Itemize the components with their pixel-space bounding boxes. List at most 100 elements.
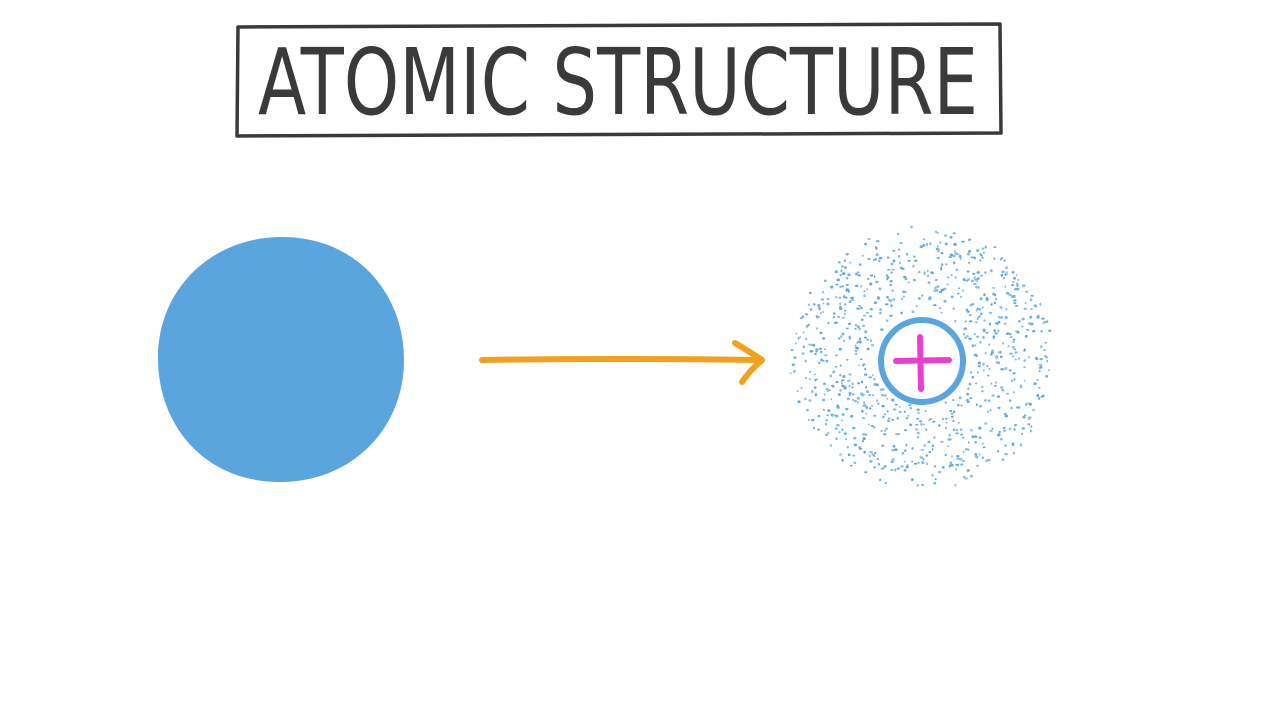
electron-dot	[1026, 328, 1029, 331]
electron-dot	[944, 242, 948, 246]
electron-dot	[863, 373, 868, 376]
electron-dot	[1003, 322, 1007, 325]
electron-dot	[1012, 372, 1016, 375]
electron-dot	[808, 378, 811, 381]
electron-dot	[883, 413, 887, 416]
electron-dot	[981, 256, 984, 259]
electron-dot	[898, 254, 901, 258]
electron-dot	[848, 385, 851, 388]
electron-dot	[1030, 315, 1033, 318]
electron-dot	[1019, 384, 1022, 387]
electron-dot	[1014, 358, 1017, 361]
electron-dot	[1006, 332, 1009, 335]
electron-dot	[934, 286, 937, 290]
electron-dot	[817, 415, 821, 418]
electron-dot	[903, 468, 907, 472]
electron-dot	[813, 386, 817, 389]
electron-dot	[978, 436, 982, 439]
nuclear-atom-model	[789, 225, 1052, 487]
electron-dot	[819, 331, 823, 335]
electron-dot	[990, 352, 993, 356]
electron-dot	[928, 419, 931, 422]
electron-dot	[856, 307, 860, 310]
electron-dot	[812, 426, 816, 430]
electron-dot	[835, 354, 838, 357]
electron-dot	[982, 328, 986, 331]
electron-dot	[994, 332, 998, 335]
electron-dot	[845, 437, 848, 441]
electron-dot	[842, 272, 846, 276]
electron-dot	[822, 408, 825, 412]
electron-dot	[818, 361, 821, 365]
electron-dot	[1004, 273, 1007, 277]
electron-dot	[890, 469, 894, 471]
electron-dot	[883, 430, 887, 432]
electron-dot	[841, 332, 845, 336]
electron-dot	[961, 459, 966, 463]
electron-dot	[840, 269, 843, 273]
electron-dot	[979, 340, 982, 344]
electron-dot	[858, 445, 861, 449]
electron-dot	[845, 407, 849, 411]
electron-dot	[915, 428, 919, 431]
electron-dot	[949, 461, 953, 464]
electron-dot	[834, 321, 838, 324]
electron-dot	[839, 285, 842, 289]
electron-dot	[995, 297, 998, 301]
electron-dot	[1028, 322, 1032, 325]
electron-dot	[974, 321, 979, 324]
electron-dot	[854, 284, 859, 287]
electron-dot	[1021, 317, 1025, 321]
electron-dot	[844, 309, 847, 312]
electron-dot	[923, 444, 927, 447]
electron-dot	[916, 408, 920, 411]
electron-dot	[933, 482, 937, 485]
electron-dot	[1033, 382, 1037, 386]
electron-dot	[830, 398, 833, 401]
electron-dot	[851, 296, 855, 300]
electron-dot	[839, 302, 841, 305]
electron-dot	[891, 398, 895, 402]
electron-dot	[891, 449, 895, 452]
electron-dot	[1012, 451, 1015, 455]
electron-dot	[999, 355, 1003, 359]
electron-dot	[1017, 357, 1021, 360]
electron-dot	[856, 401, 859, 404]
electron-dot	[981, 456, 984, 460]
electron-dot	[928, 298, 931, 301]
electron-dot	[855, 352, 858, 356]
electron-dot	[1001, 458, 1005, 461]
electron-dot	[839, 364, 842, 367]
electron-dot	[992, 292, 995, 296]
title-frame	[235, 22, 1003, 138]
electron-dot	[891, 418, 895, 422]
electron-dot	[928, 296, 932, 300]
electron-dot	[896, 467, 901, 470]
electron-dot	[886, 256, 890, 259]
electron-dot	[960, 433, 964, 436]
electron-dot	[819, 347, 823, 350]
electron-dot	[909, 406, 912, 410]
electron-dot	[856, 271, 860, 274]
electron-dot	[823, 393, 826, 396]
electron-dot	[924, 410, 927, 412]
electron-dot	[1036, 315, 1040, 319]
electron-dot	[972, 272, 976, 275]
electron-dot	[1012, 345, 1015, 349]
electron-dot	[911, 447, 914, 450]
electron-dot	[1004, 367, 1008, 370]
electron-dot	[804, 359, 807, 363]
electron-dot	[916, 431, 920, 435]
electron-dot	[1016, 284, 1019, 287]
electron-dot	[991, 427, 994, 430]
electron-dot	[984, 422, 988, 425]
electron-dot	[926, 462, 929, 466]
electron-dot	[890, 262, 894, 266]
electron-dot	[987, 458, 991, 462]
electron-dot	[1004, 452, 1008, 456]
electron-dot	[1023, 359, 1027, 362]
electron-dot	[875, 280, 879, 284]
electron-dot	[838, 347, 842, 351]
electron-dot	[839, 335, 843, 338]
electron-dot	[876, 383, 879, 387]
